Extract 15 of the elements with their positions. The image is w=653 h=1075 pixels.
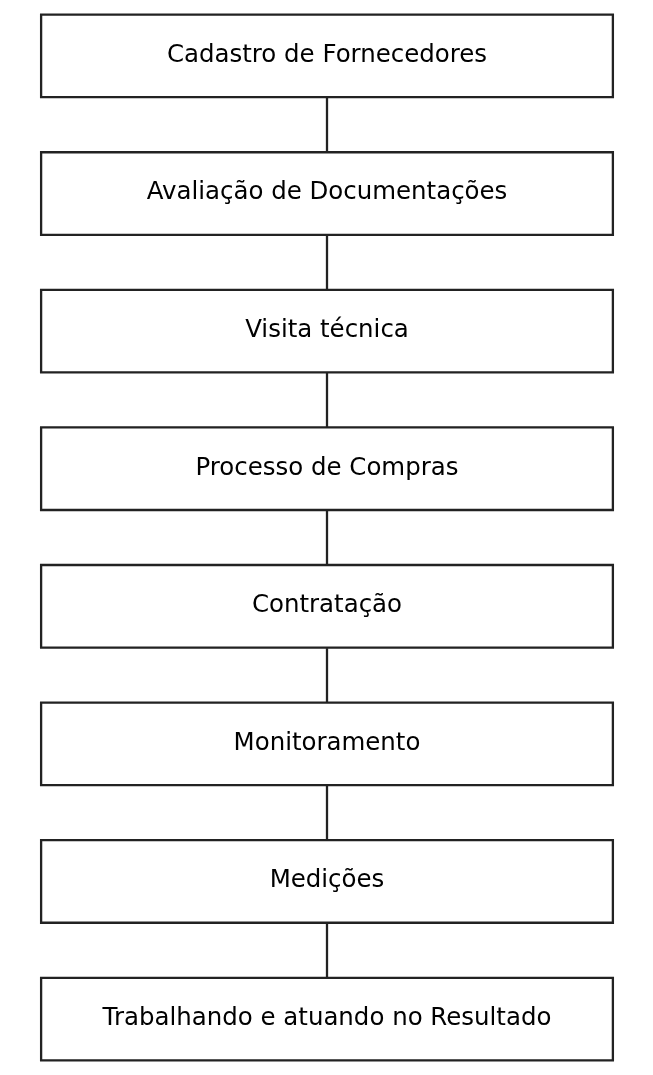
connector [325,97,328,153]
node-box: Monitoramento [39,701,614,787]
node-box: Avaliação de Documentações [39,151,614,236]
node-box: Cadastro de Fornecedores [39,13,614,99]
node-box: Contratação [39,563,614,649]
connector [325,785,328,841]
connector [325,373,328,428]
node-box: Visita técnica [39,288,614,374]
connector [325,923,328,978]
node-box: Processo de Compras [39,426,614,512]
connector [325,235,328,290]
connector [325,510,328,565]
connector [325,648,328,703]
node-box: Trabalhando e atuando no Resultado [39,976,614,1062]
node-box: Medições [39,839,614,924]
